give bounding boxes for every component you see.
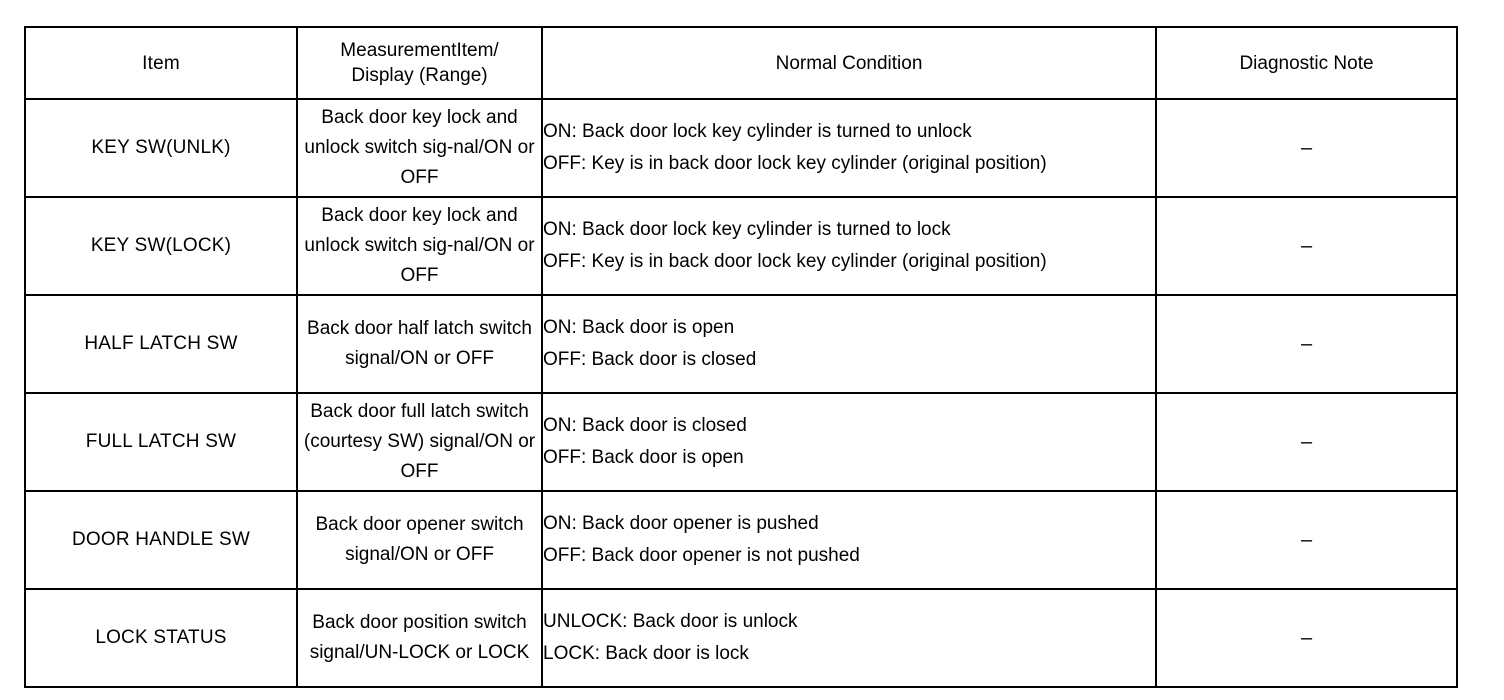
condition-off-line: LOCK: Back door is lock	[543, 643, 749, 664]
condition-off-line: OFF: Key is in back door lock key cylind…	[543, 153, 1047, 174]
condition-off-line: OFF: Back door opener is not pushed	[543, 545, 860, 566]
cell-normal-condition: ON: Back door opener is pushed OFF: Back…	[541, 490, 1157, 590]
condition-on-line: ON: Back door lock key cylinder is turne…	[543, 219, 951, 240]
column-header-measurement: MeasurementItem/ Display (Range)	[296, 26, 543, 100]
cell-diagnostic-note: –	[1155, 392, 1458, 492]
cell-normal-condition: UNLOCK: Back door is unlock LOCK: Back d…	[541, 588, 1157, 688]
cell-normal-condition: ON: Back door lock key cylinder is turne…	[541, 196, 1157, 296]
cell-diagnostic-note: –	[1155, 98, 1458, 198]
cell-measurement: Back door half latch switch signal/ON or…	[296, 294, 543, 394]
cell-normal-condition: ON: Back door is closed OFF: Back door i…	[541, 392, 1157, 492]
condition-on-line: ON: Back door opener is pushed	[543, 513, 819, 534]
column-header-item: Item	[24, 26, 298, 100]
cell-diagnostic-note: –	[1155, 196, 1458, 296]
condition-off-line: OFF: Back door is open	[543, 447, 744, 468]
cell-item: DOOR HANDLE SW	[24, 490, 298, 590]
condition-off-line: OFF: Key is in back door lock key cylind…	[543, 251, 1047, 272]
condition-on-line: ON: Back door lock key cylinder is turne…	[543, 121, 972, 142]
column-header-diagnostic-note: Diagnostic Note	[1155, 26, 1458, 100]
condition-on-line: ON: Back door is closed	[543, 415, 747, 436]
cell-measurement: Back door opener switch signal/ON or OFF	[296, 490, 543, 590]
cell-item: FULL LATCH SW	[24, 392, 298, 492]
cell-item: KEY SW(LOCK)	[24, 196, 298, 296]
column-header-normal-condition: Normal Condition	[541, 26, 1157, 100]
spec-table-container: Item MeasurementItem/ Display (Range) No…	[24, 26, 1458, 688]
column-header-measurement-line1: MeasurementItem/	[340, 40, 499, 61]
table-row: DOOR HANDLE SW Back door opener switch s…	[24, 490, 1458, 590]
cell-normal-condition: ON: Back door is open OFF: Back door is …	[541, 294, 1157, 394]
data-monitor-spec-table: Item MeasurementItem/ Display (Range) No…	[24, 26, 1458, 688]
table-row: KEY SW(LOCK) Back door key lock and unlo…	[24, 196, 1458, 296]
cell-diagnostic-note: –	[1155, 490, 1458, 590]
condition-on-line: UNLOCK: Back door is unlock	[543, 611, 798, 632]
cell-measurement: Back door full latch switch (courtesy SW…	[296, 392, 543, 492]
table-row: FULL LATCH SW Back door full latch switc…	[24, 392, 1458, 492]
header-row: Item MeasurementItem/ Display (Range) No…	[24, 26, 1458, 100]
cell-measurement: Back door key lock and unlock switch sig…	[296, 98, 543, 198]
cell-measurement: Back door position switch signal/UN-LOCK…	[296, 588, 543, 688]
cell-item: LOCK STATUS	[24, 588, 298, 688]
column-header-measurement-line2: Display (Range)	[351, 65, 488, 86]
condition-off-line: OFF: Back door is closed	[543, 349, 757, 370]
cell-diagnostic-note: –	[1155, 294, 1458, 394]
cell-item: HALF LATCH SW	[24, 294, 298, 394]
cell-normal-condition: ON: Back door lock key cylinder is turne…	[541, 98, 1157, 198]
table-header: Item MeasurementItem/ Display (Range) No…	[24, 26, 1458, 100]
table-row: KEY SW(UNLK) Back door key lock and unlo…	[24, 98, 1458, 198]
table-row: HALF LATCH SW Back door half latch switc…	[24, 294, 1458, 394]
condition-on-line: ON: Back door is open	[543, 317, 735, 338]
cell-diagnostic-note: –	[1155, 588, 1458, 688]
cell-measurement: Back door key lock and unlock switch sig…	[296, 196, 543, 296]
cell-item: KEY SW(UNLK)	[24, 98, 298, 198]
table-row: LOCK STATUS Back door position switch si…	[24, 588, 1458, 688]
table-body: KEY SW(UNLK) Back door key lock and unlo…	[24, 98, 1458, 688]
